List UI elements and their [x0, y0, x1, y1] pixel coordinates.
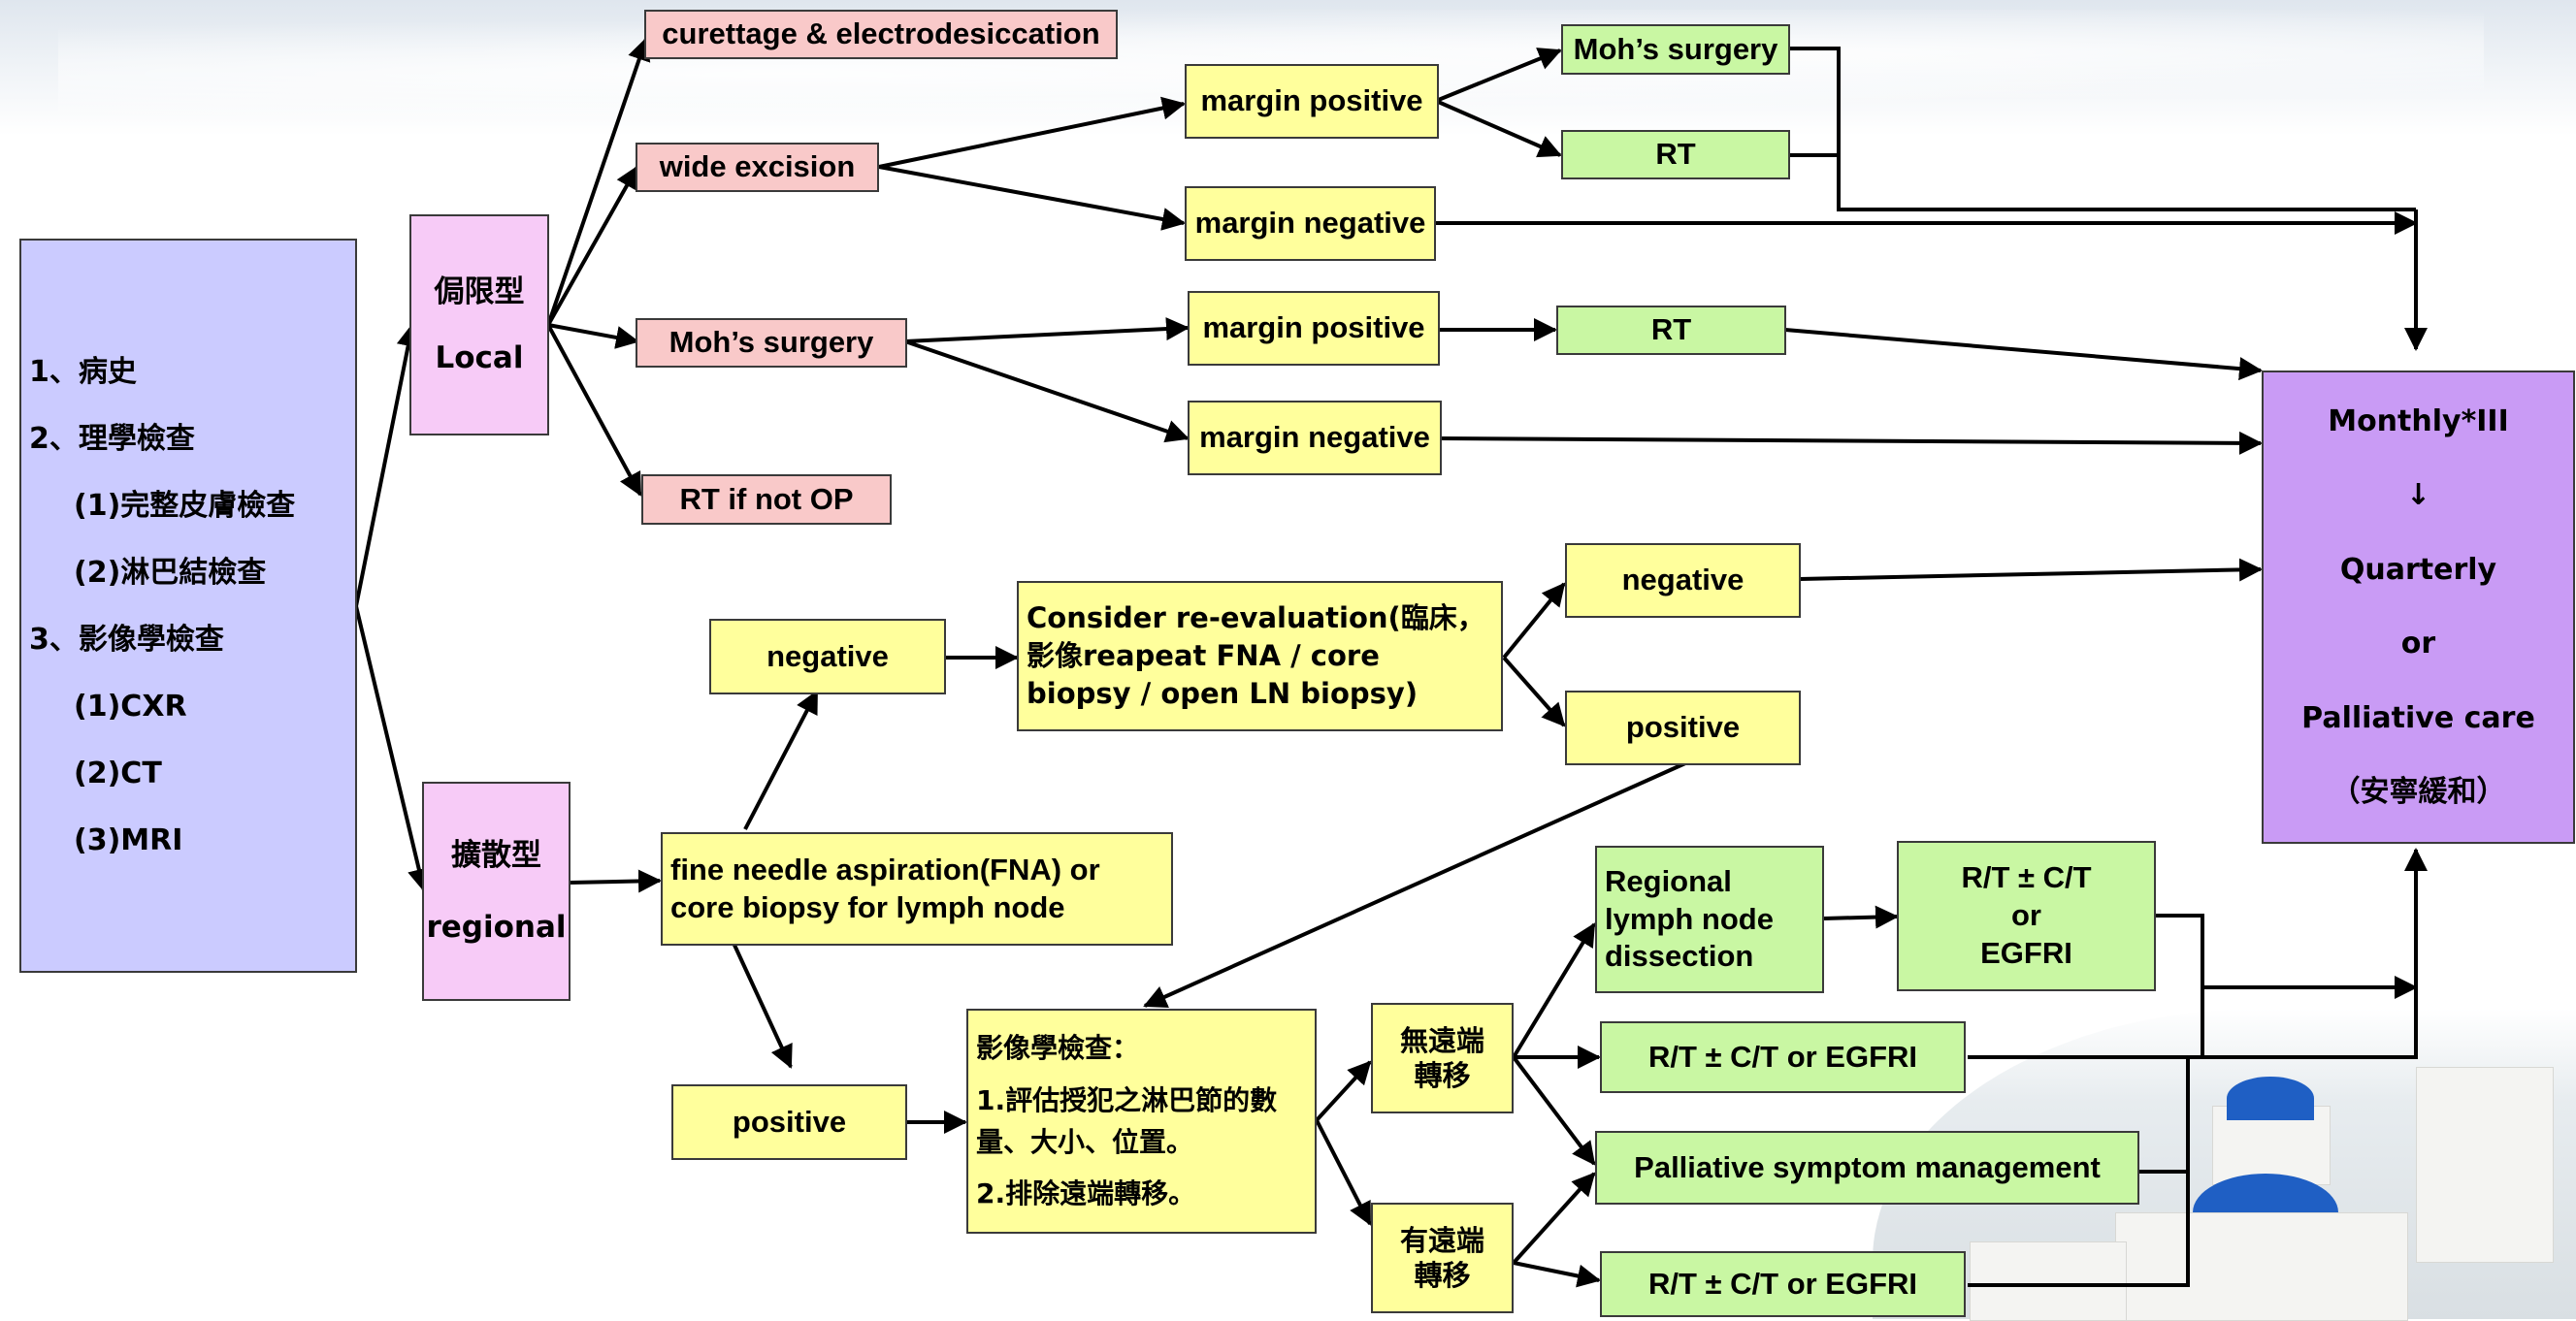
reeval-positive-box: positive: [1565, 691, 1801, 765]
metastasis-label: 有遠端轉移: [1399, 1223, 1484, 1292]
dissection-box: Regional lymph node dissection: [1595, 846, 1824, 993]
rtct-label: R/T ± C/T: [1961, 860, 2092, 895]
positive-label: positive: [732, 1104, 847, 1139]
palliative-label: Palliative symptom management: [1634, 1149, 2101, 1184]
fna-box: fine needle aspiration(FNA) or core biop…: [661, 832, 1173, 946]
eval-line: 3、影像學檢查: [29, 622, 224, 657]
rtct-box-2: R/T ± C/T or EGFRI: [1600, 1251, 1966, 1317]
imaging-item: 1.評估授犯之淋巴節的數量、大小、位置。: [976, 1083, 1278, 1158]
green-mohs-box: Moh’s surgery: [1561, 24, 1790, 75]
wide-margin-positive-box: margin positive: [1185, 64, 1439, 139]
imaging-box: 影像學檢查： 1.評估授犯之淋巴節的數量、大小、位置。 2.排除遠端轉移。: [966, 1009, 1317, 1234]
wide-excision-label: wide excision: [659, 149, 856, 184]
rtct-box-a: R/T ± C/T or EGFRI: [1897, 841, 2156, 991]
local-en: Local: [435, 340, 524, 375]
followup-box: Monthly*III ↓ Quarterly or Palliative ca…: [2262, 371, 2575, 844]
negative-label: negative: [766, 638, 889, 673]
imaging-title: 影像學檢查：: [976, 1032, 1140, 1065]
mohs-margin-negative-box: margin negative: [1188, 401, 1442, 475]
eval-line: (3)MRI: [74, 822, 183, 857]
curettage-box: curettage & electrodesiccation: [644, 10, 1118, 59]
imaging-item: 2.排除遠端轉移。: [976, 1177, 1196, 1210]
mohs-surgery-label: Moh’s surgery: [668, 325, 874, 360]
green-rt1-box: RT: [1561, 130, 1790, 179]
reeval-negative-box: negative: [1565, 543, 1801, 618]
followup-line: Quarterly: [2339, 552, 2497, 587]
wide-excision-box: wide excision: [636, 143, 879, 192]
rt-not-op-label: RT if not OP: [679, 481, 854, 516]
local-zh: 侷限型: [434, 274, 525, 309]
rtct-box-1: R/T ± C/T or EGFRI: [1600, 1021, 1966, 1093]
green-rt2-box: RT: [1556, 306, 1786, 355]
followup-line: Palliative care: [2301, 700, 2535, 735]
regional-box: 擴散型 regional: [422, 782, 571, 1001]
regional-en: regional: [426, 910, 567, 945]
eval-line: (2)淋巴結檢查: [74, 555, 267, 590]
down-arrow-icon: ↓: [2405, 478, 2431, 512]
evaluation-box: 1、病史 2、理學檢查 (1)完整皮膚檢查 (2)淋巴結檢查 3、影像學檢查 (…: [19, 239, 357, 973]
negative-box: negative: [709, 619, 946, 694]
reevaluation-label: Consider re-evaluation(臨床，影像reapeat FNA …: [1027, 600, 1485, 711]
margin-label: margin negative: [1199, 420, 1430, 455]
negative-label: negative: [1621, 563, 1745, 597]
positive-label: positive: [1625, 710, 1741, 745]
palliative-management-box: Palliative symptom management: [1595, 1131, 2139, 1205]
eval-line: (1)CXR: [74, 689, 187, 724]
mohs-margin-positive-box: margin positive: [1188, 291, 1440, 366]
local-box: 侷限型 Local: [409, 214, 549, 435]
margin-label: margin negative: [1194, 206, 1426, 241]
metastasis-box: 有遠端轉移: [1371, 1203, 1514, 1313]
margin-label: margin positive: [1202, 310, 1425, 345]
dissection-label: Regional lymph node dissection: [1605, 863, 1774, 974]
eval-line: 2、理學檢查: [29, 421, 195, 456]
followup-line: （安寧緩和）: [2331, 775, 2506, 809]
rtct-label: R/T ± C/T or EGFRI: [1647, 1266, 1918, 1301]
no-metastasis-box: 無遠端轉移: [1371, 1003, 1514, 1113]
wide-margin-negative-box: margin negative: [1185, 186, 1436, 261]
rt-label: RT: [1655, 137, 1696, 172]
rt-not-op-box: RT if not OP: [641, 474, 892, 525]
no-metastasis-label: 無遠端轉移: [1399, 1023, 1484, 1092]
sky-background: [0, 0, 2576, 136]
rtct-label: or: [2011, 898, 2041, 933]
followup-line: Monthly*III: [2328, 403, 2509, 438]
curettage-label: curettage & electrodesiccation: [662, 16, 1100, 51]
eval-line: (1)完整皮膚檢查: [74, 488, 296, 523]
eval-line: 1、病史: [29, 354, 137, 389]
rtct-label: EGFRI: [1980, 935, 2072, 970]
reevaluation-box: Consider re-evaluation(臨床，影像reapeat FNA …: [1017, 581, 1503, 731]
fna-label: fine needle aspiration(FNA) or core biop…: [670, 852, 1100, 924]
eval-line: (2)CT: [74, 756, 162, 790]
regional-zh: 擴散型: [451, 837, 541, 873]
rt-label: RT: [1650, 312, 1692, 347]
followup-line: or: [2400, 627, 2436, 660]
green-mohs-label: Moh’s surgery: [1573, 31, 1778, 66]
mohs-surgery-box: Moh’s surgery: [636, 318, 907, 368]
positive-box: positive: [671, 1084, 907, 1160]
margin-label: margin positive: [1200, 83, 1423, 118]
rtct-label: R/T ± C/T or EGFRI: [1647, 1039, 1918, 1074]
